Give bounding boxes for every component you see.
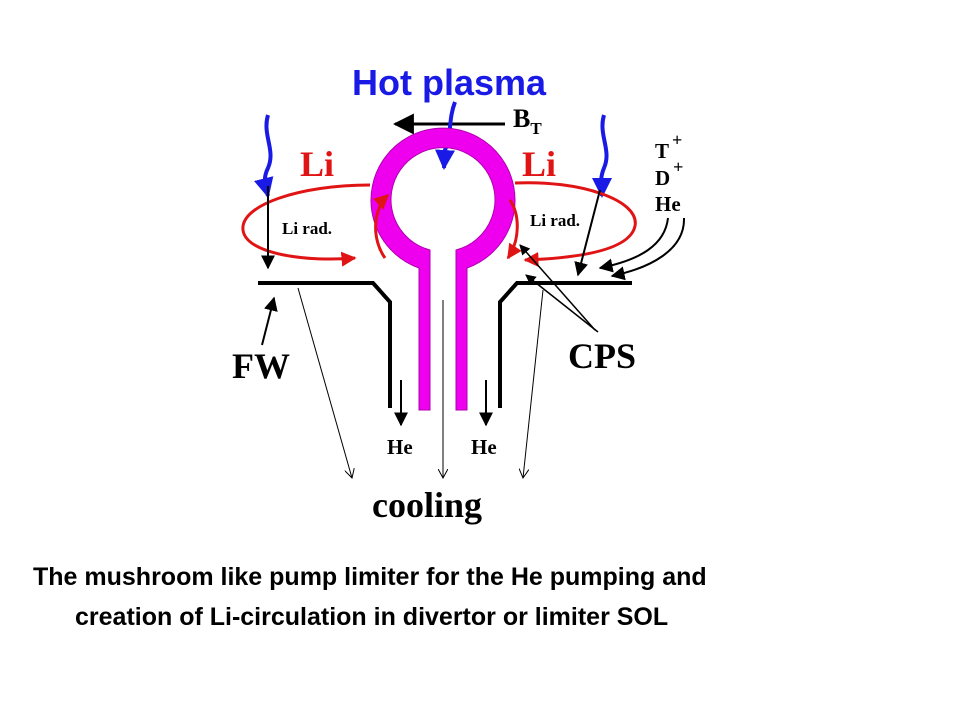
li-label-right: Li [522, 144, 556, 184]
cooling-arrow-3 [523, 289, 544, 478]
first-wall-left [258, 281, 392, 408]
cooling-label: cooling [372, 485, 482, 525]
mushroom-limiter [370, 127, 516, 411]
ion-t-label: T+ [655, 130, 682, 163]
li-loop-left [241, 183, 371, 267]
arrow-to-wall-right [574, 189, 601, 277]
he-label-right: He [471, 435, 497, 459]
plasma-arrow-left [253, 114, 274, 198]
ion-d-label: D+ [655, 157, 683, 190]
ion-flux-arrow-1 [598, 217, 669, 273]
li-loop-right [514, 181, 637, 268]
li-label-left: Li [300, 144, 334, 184]
caption-line-1: The mushroom like pump limiter for the H… [33, 563, 707, 591]
ion-flux-arrow-2 [610, 217, 686, 281]
fw-pointer-arrow [261, 296, 278, 346]
first-wall-right [498, 281, 632, 408]
diagram-title: Hot plasma [352, 62, 547, 103]
plasma-arrow-right [591, 114, 612, 198]
limiter-flow-left [373, 193, 390, 259]
caption-line-2: creation of Li-circulation in divertor o… [75, 603, 669, 631]
bt-label: BT [513, 104, 542, 138]
cps-label: CPS [568, 336, 636, 376]
li-rad-label-right: Li rad. [530, 211, 580, 230]
he-label-left: He [387, 435, 413, 459]
limiter-flow-right [506, 199, 522, 260]
cps-pointer-1 [519, 244, 596, 331]
fw-label: FW [232, 346, 290, 386]
ion-he-label: He [655, 192, 681, 216]
cps-pointer-2 [525, 274, 599, 333]
cooling-arrow-1 [297, 287, 352, 478]
li-rad-label-left: Li rad. [282, 219, 332, 238]
